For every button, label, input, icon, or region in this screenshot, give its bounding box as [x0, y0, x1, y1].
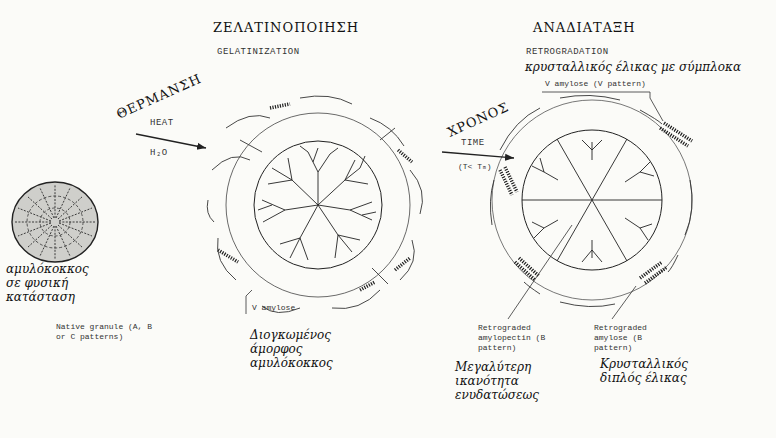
stage-heading: RETROGRADATION: [526, 47, 609, 58]
annotation: Κρυσταλλικός διπλός έλικας: [600, 357, 700, 385]
swollen-granule-core: [254, 141, 382, 269]
leader-bracket: [542, 92, 663, 121]
edge-label: HEAT: [150, 118, 174, 129]
granule-caption: Μεγαλύτερη ικανότητα ενυδατώσεως: [455, 360, 565, 402]
granule-caption: Διογκωμένος άμορφος αμυλόκοκκος: [250, 328, 350, 370]
native-granule-node: αμυλόκοκκος σε φυσική κατάστασηNative gr…: [4, 120, 136, 346]
swollen-granule-outline: [226, 113, 410, 297]
growth-ring: [40, 208, 70, 236]
native-granule: [12, 182, 98, 262]
stage-heading: GELATINIZATION: [217, 47, 300, 58]
granule-texture: [15, 185, 95, 259]
retrograded-amylopectin: [532, 140, 654, 262]
sector-lines: [522, 139, 662, 261]
process-label: H₂O: [150, 148, 168, 159]
amylopectin-branches: [258, 146, 376, 260]
amylose-strands: [207, 96, 422, 313]
growth-ring: [27, 196, 83, 248]
granule-caption: αμυλόκοκκος σε φυσική κατάσταση: [6, 262, 92, 304]
retrograded-granule-core: [522, 130, 662, 270]
process-label: (T< Tₘ): [458, 162, 492, 172]
swollen-granule-node: Διογκωμένος άμορφος αμυλόκοκκος: [206, 92, 442, 382]
crystalline-double-helix: [500, 123, 692, 283]
amylose-strands: [490, 95, 692, 306]
granule-note: Native granule (A, B or C patterns): [56, 322, 156, 342]
leader-line: [612, 286, 636, 319]
annotation: V amylose: [252, 303, 295, 313]
process-label: ΘΕΡΜΑΝΣΗ: [114, 71, 204, 122]
leader-line: [508, 225, 572, 319]
process-label: ΧΡΟΝΟΣ: [445, 99, 511, 140]
annotation: Retrograded amylopectin (B pattern): [478, 323, 548, 353]
v-amylose-helix: [218, 104, 412, 290]
annotation: V amylose (V pattern): [545, 79, 646, 89]
stage-heading: ΑΝΑΔΙΑΤΑΞΗ: [533, 20, 636, 35]
leader-line: [246, 290, 252, 314]
annotation: κρυσταλλικός έλικας με σύμπλοκα: [525, 60, 741, 74]
retrograded-granule-outline: [492, 100, 692, 300]
edge-label: TIME: [461, 138, 485, 149]
process-arrow: [442, 152, 514, 158]
process-arrow: [136, 134, 206, 148]
stage-heading: ΖΕΛΑΤΙΝΟΠΟΙΗΣΗ: [213, 20, 359, 35]
annotation: Retrograded amylose (B pattern): [594, 323, 660, 353]
